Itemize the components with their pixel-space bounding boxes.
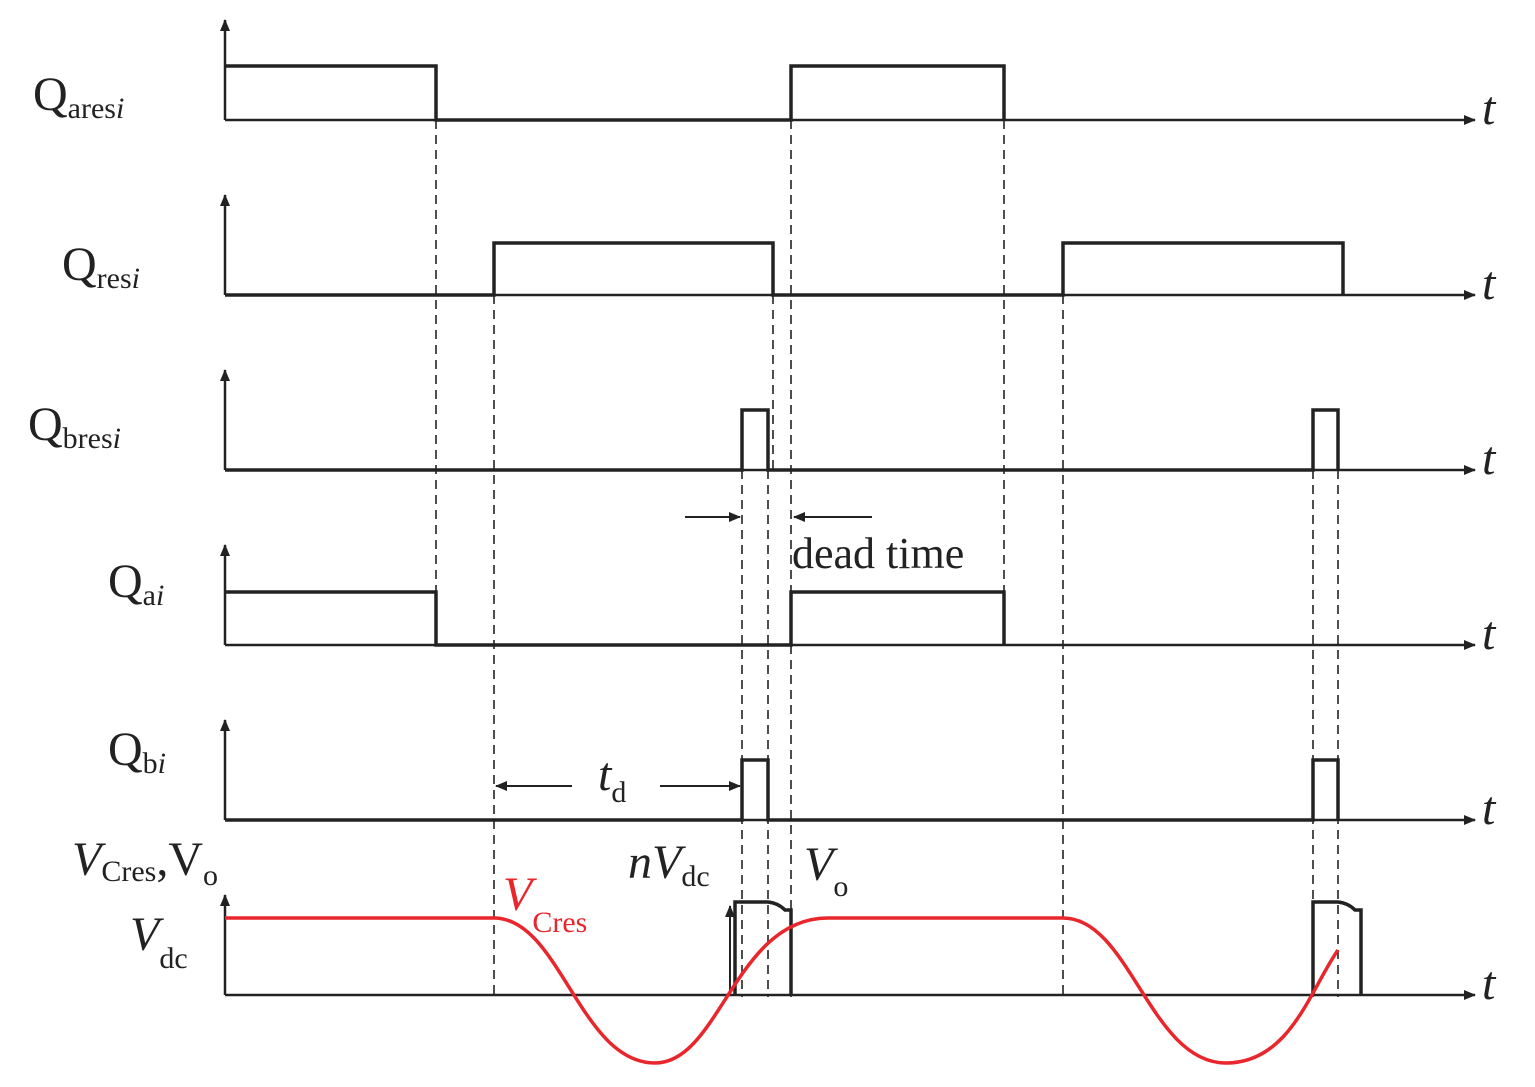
- vcres-waveform: [225, 916, 1340, 1065]
- qai-waveform: [225, 590, 1006, 647]
- time-label: t: [1482, 432, 1497, 485]
- qaresi-label: Qaresi: [33, 68, 124, 125]
- td-annotation: td: [495, 748, 741, 809]
- qbi-label: Qbi: [108, 723, 166, 780]
- qai-label: Qai: [108, 555, 164, 612]
- qbresi-waveform: [225, 408, 1340, 472]
- vdc-level-label: Vdc: [130, 908, 188, 975]
- qbi-waveform: [225, 758, 1340, 822]
- time-label: t: [1482, 957, 1497, 1010]
- nvdc-label: nVdc: [628, 836, 710, 893]
- time-label: t: [1482, 782, 1497, 835]
- qbresi-label: Qbresi: [28, 398, 121, 455]
- row-qai: Qai t: [108, 544, 1497, 660]
- vo-waveform: [733, 900, 793, 995]
- time-label: t: [1482, 607, 1497, 660]
- dead-time-label: dead time: [792, 529, 964, 578]
- dead-time-annotation: dead time: [685, 512, 964, 578]
- time-label: t: [1482, 82, 1497, 135]
- vcres-vo-axis-label: VCres,Vo: [72, 833, 218, 892]
- qresi-label: Qresi: [62, 238, 140, 295]
- qresi-waveform: [225, 241, 1345, 297]
- qaresi-waveform: [225, 64, 1006, 122]
- row-qresi: Qresi t: [62, 194, 1497, 310]
- row-qaresi: Qaresi t: [33, 19, 1497, 135]
- vcres-label: VCres: [503, 868, 587, 939]
- time-label: t: [1482, 257, 1497, 310]
- row-qbresi: Qbresi t: [28, 369, 1497, 485]
- row-vcres-vo: VCres,Vo Vdc t nVdc Vo VCres: [72, 833, 1497, 1065]
- vo-label: Vo: [804, 838, 848, 903]
- td-label: td: [598, 748, 626, 809]
- vo-waveform-2: [1311, 900, 1363, 995]
- row-qbi: Qbi t: [108, 719, 1497, 835]
